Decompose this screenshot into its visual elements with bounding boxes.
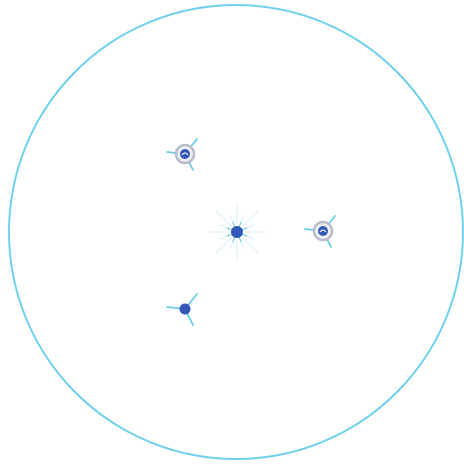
center-spike xyxy=(233,238,235,243)
satellite-core xyxy=(318,226,328,236)
center-atom xyxy=(207,202,267,262)
satellite-atom xyxy=(167,139,197,170)
satellite-core xyxy=(180,149,190,159)
center-ray xyxy=(243,211,259,227)
center-ray xyxy=(216,211,232,227)
center-spike xyxy=(227,228,232,230)
center-spike xyxy=(243,234,248,236)
center-spike xyxy=(239,238,241,243)
center-ray xyxy=(216,238,232,254)
center-spike xyxy=(233,222,235,227)
center-spike xyxy=(227,234,232,236)
satellite-atom xyxy=(305,216,335,247)
center-spike xyxy=(239,222,241,227)
center-core xyxy=(231,226,243,238)
satellite-atom xyxy=(167,294,197,325)
satellite-core xyxy=(180,304,191,315)
center-spike xyxy=(243,228,248,230)
center-ray xyxy=(243,238,259,254)
